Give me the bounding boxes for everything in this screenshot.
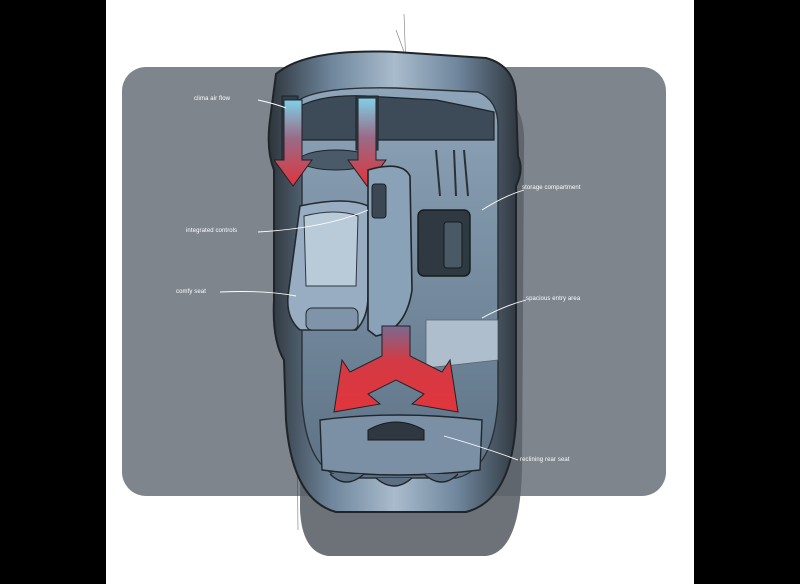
callout-storage-compartment: storage compartment [522, 185, 581, 191]
concept-sketch-canvas: clima air flow integrated controls comfy… [106, 0, 694, 584]
storage-drawer [443, 221, 463, 269]
entry-area-floor [425, 319, 499, 369]
rear-seat [319, 414, 483, 476]
vehicle-interior-sketch [122, 13, 666, 556]
clima-air-flow-arrows [273, 97, 387, 187]
driver-seat-cushion [303, 211, 359, 287]
right-letterbox-bar [694, 0, 800, 584]
callout-reclining-rear-seat: reclining rear seat [520, 457, 570, 463]
rear-wheel-arc [367, 421, 425, 441]
callout-clima-air-flow: clima air flow [194, 96, 231, 102]
left-letterbox-bar [0, 0, 106, 584]
control-buttons [371, 183, 387, 219]
callout-spacious-entry-area: spacious entry area [526, 296, 581, 302]
seat-headrest [305, 307, 359, 331]
front-dashboard [293, 95, 495, 141]
door-rails [435, 149, 469, 197]
callout-leader-lines [219, 99, 527, 461]
callout-integrated-controls: integrated controls [186, 228, 238, 234]
rear-headrest-bumps [329, 473, 459, 487]
callout-comfy-seat: comfy seat [176, 289, 207, 295]
rear-air-spread-arrow [333, 325, 459, 413]
